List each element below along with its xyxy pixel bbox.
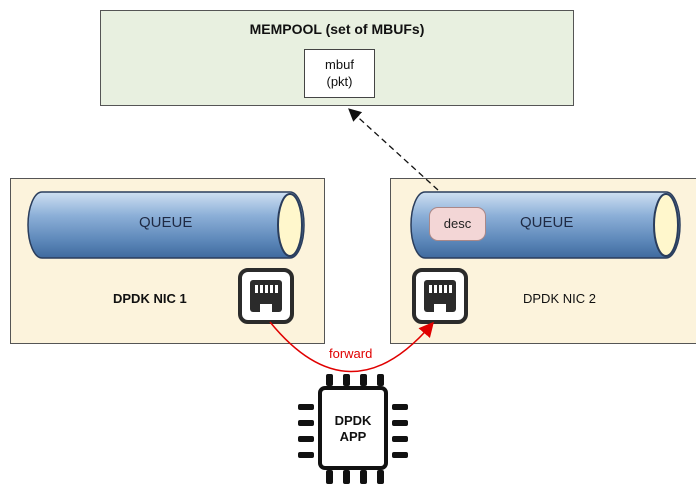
dpdk-app-line2: APP (339, 429, 367, 444)
mbuf-pkt-label: (pkt) (326, 74, 353, 89)
mbuf-box: mbuf (pkt) (304, 49, 375, 98)
dpdk-app-line1: DPDK (334, 413, 372, 428)
cpu-chip-icon: DPDK APP (290, 372, 416, 484)
desc-to-mbuf-arrow (348, 108, 439, 191)
queue-1 (27, 191, 305, 259)
queue-1-label: QUEUE (139, 214, 193, 231)
forward-label: forward (329, 346, 373, 361)
ethernet-port-icon (238, 268, 294, 324)
dpdk-app-chip: DPDK APP (318, 386, 388, 470)
mempool-box: MEMPOOL (set of MBUFs) mbuf (pkt) (100, 10, 574, 106)
nic-1-label: DPDK NIC 1 (113, 291, 187, 306)
nic-2-label: DPDK NIC 2 (523, 291, 596, 306)
mempool-title: MEMPOOL (set of MBUFs) (249, 21, 425, 37)
dpdk-app-label: DPDK APP (322, 413, 384, 445)
desc-box: desc (429, 207, 486, 241)
queue-2-label: QUEUE (520, 214, 574, 231)
mbuf-label: mbuf (325, 57, 354, 72)
forward-arrow (269, 321, 434, 373)
ethernet-port-icon (412, 268, 468, 324)
nic-2-box: DPDK NIC 2 (390, 178, 696, 344)
